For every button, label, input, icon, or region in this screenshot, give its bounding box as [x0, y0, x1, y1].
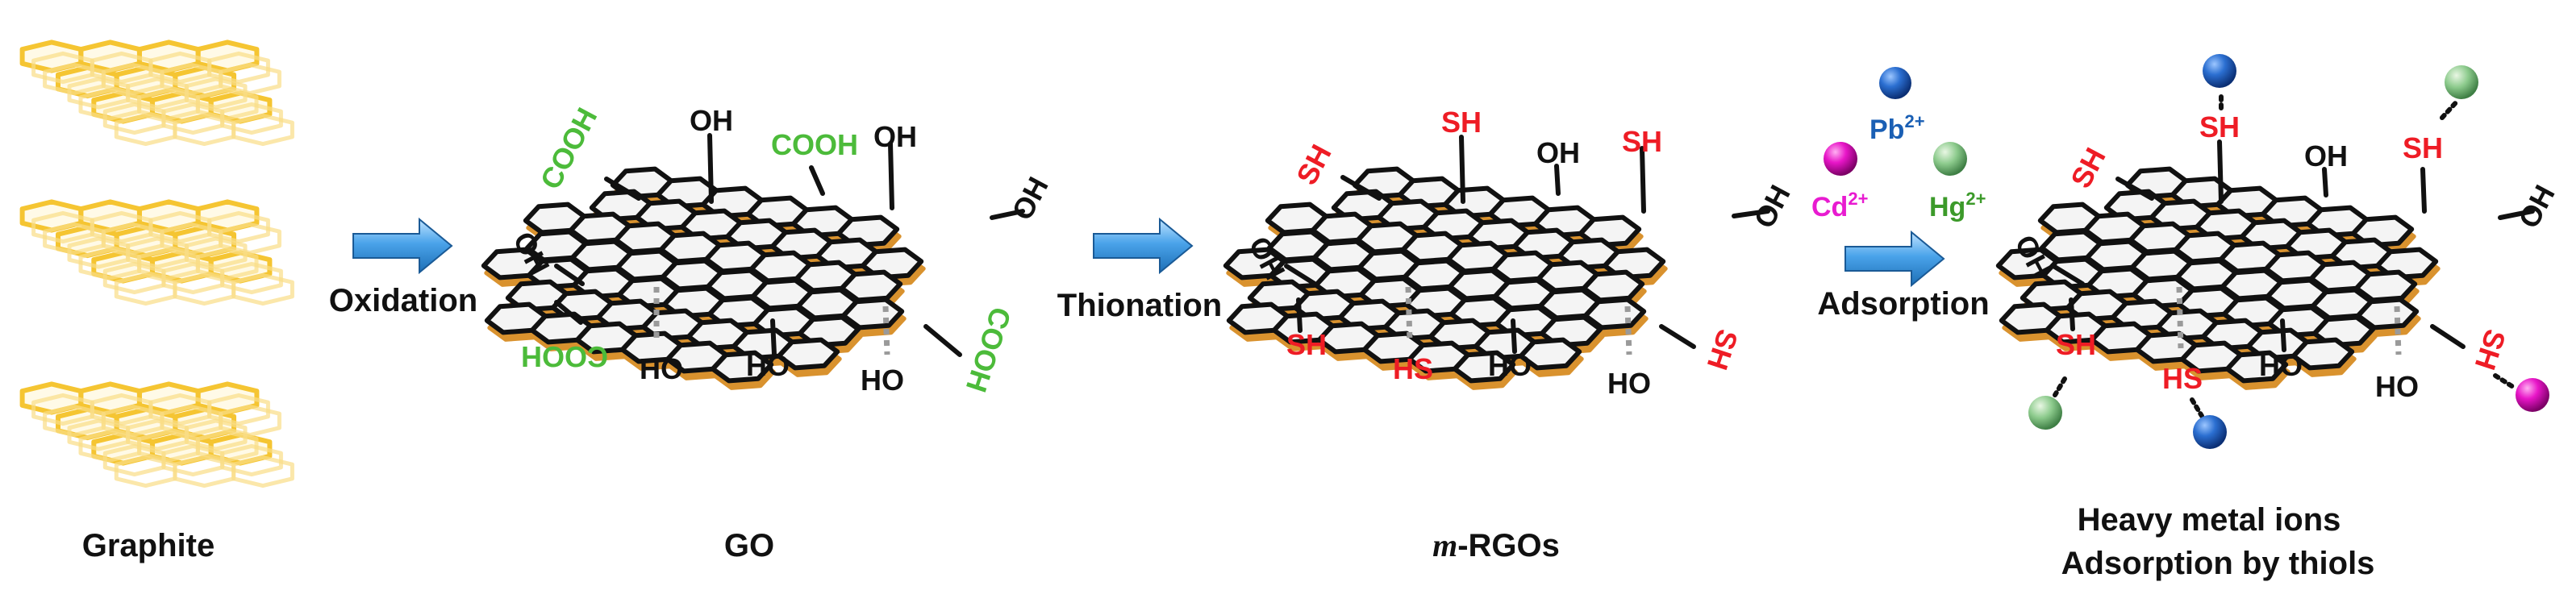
oh-label: OH [2304, 139, 2348, 172]
oh-label: OH [873, 120, 917, 153]
graphite-stack [19, 199, 294, 306]
sh-label: SH [1286, 328, 1327, 361]
adsorption-arrow [1844, 230, 1945, 288]
oh-label: OH [690, 104, 733, 137]
ho-label: HO [861, 364, 904, 397]
cooh-label: COOH [521, 340, 608, 373]
sh-label: SH [1701, 326, 1744, 374]
final-caption-line2: Adsorption by thiols [2061, 546, 2375, 581]
oxidation-arrow [352, 217, 453, 275]
thionation-arrow [1093, 217, 1194, 275]
sh-label: SH [1290, 139, 1338, 189]
ho-label: HO [1607, 367, 1651, 400]
oxidation-label: Oxidation [329, 283, 477, 318]
graphite-stack [19, 39, 294, 147]
go-caption: GO [724, 528, 774, 563]
oh-label: OH [1747, 180, 1797, 234]
pb-ion-label: Pb2+ [1869, 111, 1925, 145]
graphite-stack [19, 381, 294, 488]
hs-label: HS [1393, 352, 1433, 385]
oh-label: OH [2511, 180, 2561, 234]
oh-label: OH [1536, 136, 1580, 169]
final-caption-line1: Heavy metal ions [2078, 502, 2341, 538]
ho-label: HO [640, 352, 683, 385]
pb-ion-icon [2193, 415, 2227, 449]
sh-label: SH [2064, 142, 2112, 193]
cd-ion-label: Cd2+ [1811, 189, 1868, 222]
ion-legend: Pb2+ Cd2+ Hg2+ [1811, 67, 1986, 222]
hg-ion-icon [2028, 396, 2062, 430]
cd-ion-icon [2516, 378, 2549, 412]
ho-label: HO [746, 349, 790, 382]
oh-label: OH [1005, 172, 1055, 226]
sh-label: SH [2469, 326, 2512, 374]
pb-ion-icon [1879, 67, 1911, 99]
cooh-label: COOH [960, 303, 1018, 396]
cooh-label: COOH [534, 102, 604, 195]
mrgo-caption: m-RGOs [1432, 527, 1560, 563]
sh-label: SH [2403, 131, 2443, 164]
sh-label: SH [2199, 110, 2240, 143]
adsorption-label: Adsorption [1817, 286, 1989, 322]
hg-ion-label: Hg2+ [1929, 189, 1986, 222]
cd-ion-icon [1824, 142, 1857, 176]
graphite-stacks [19, 39, 294, 488]
sh-label: SH [1622, 125, 1662, 158]
hs-label: HS [2162, 362, 2203, 395]
sh-label: SH [1441, 106, 1482, 139]
hg-ion-icon [2445, 65, 2478, 99]
graphite-caption: Graphite [82, 528, 215, 563]
thionation-label: Thionation [1057, 288, 1222, 323]
ho-label: HO [1488, 349, 1532, 382]
ho-label: HO [2259, 349, 2303, 382]
pb-ion-icon [2203, 54, 2236, 88]
hg-ion-icon [1933, 142, 1967, 176]
sh-label: SH [2056, 328, 2096, 361]
ho-label: HO [2375, 370, 2419, 403]
cooh-label: COOH [771, 128, 858, 161]
